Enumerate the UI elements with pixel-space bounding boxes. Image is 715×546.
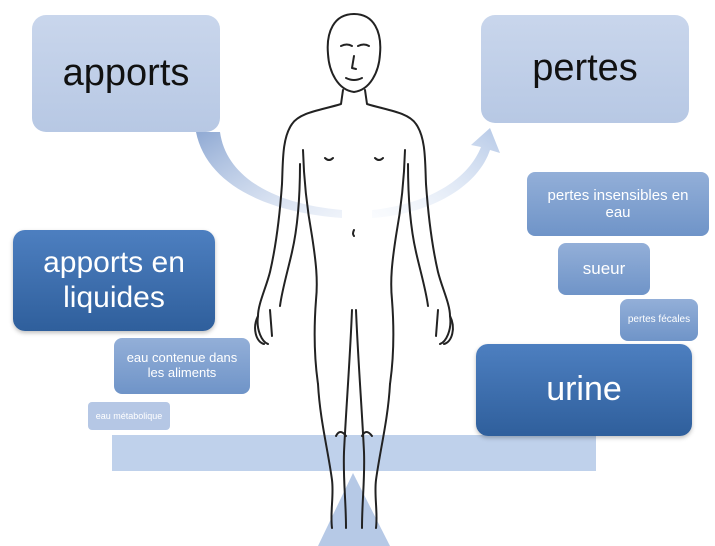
pertes-box: pertes	[481, 15, 689, 123]
eau-metabolique-box: eau métabolique	[88, 402, 170, 430]
pertes-insensibles-box: pertes insensibles en eau	[527, 172, 709, 236]
pertes-fecales-label: pertes fécales	[628, 314, 690, 326]
urine-box: urine	[476, 344, 692, 436]
apports-liquides-box: apports en liquides	[13, 230, 215, 331]
apports-label: apports	[63, 52, 190, 96]
apports-box: apports	[32, 15, 220, 132]
pertes-fecales-box: pertes fécales	[620, 299, 698, 341]
sueur-label: sueur	[583, 259, 626, 279]
urine-label: urine	[546, 370, 622, 409]
pertes-insensibles-label: pertes insensibles en eau	[533, 187, 703, 222]
eau-aliments-box: eau contenue dans les aliments	[114, 338, 250, 394]
apports-liquides-label: apports en liquides	[21, 246, 207, 315]
eau-metabolique-label: eau métabolique	[96, 411, 163, 421]
sueur-box: sueur	[558, 243, 650, 295]
pertes-label: pertes	[532, 47, 638, 91]
eau-aliments-label: eau contenue dans les aliments	[122, 351, 242, 381]
